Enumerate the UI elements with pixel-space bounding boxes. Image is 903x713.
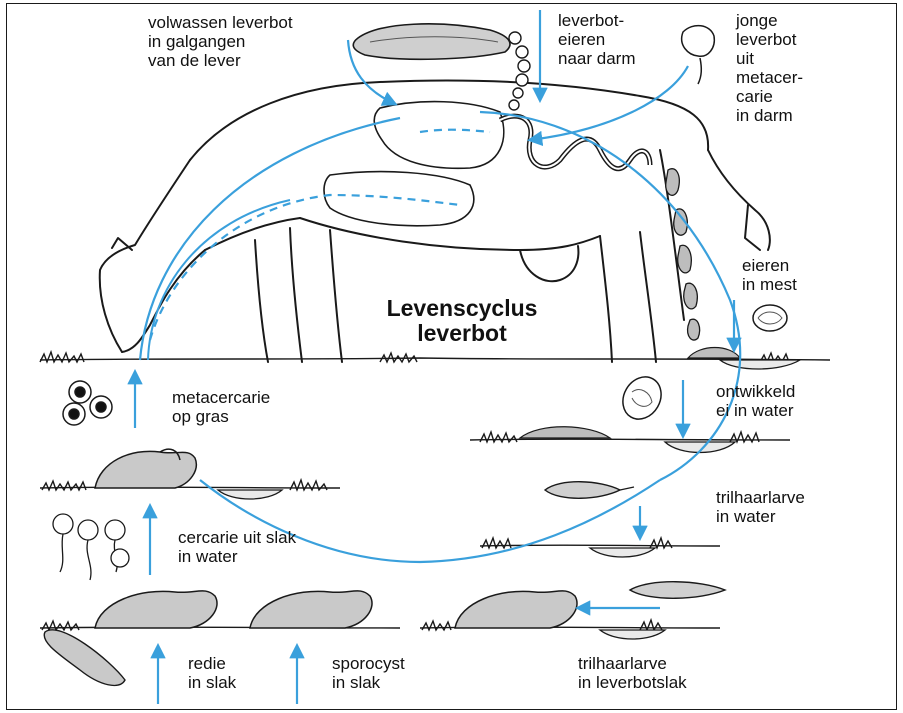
label-line: sporocyst: [332, 654, 405, 673]
label-trilhaarlarve-water: trilhaarlarve in water: [716, 488, 805, 526]
metacercaria-cysts: [63, 381, 112, 425]
title-line-2: leverbot: [362, 321, 562, 346]
label-ontwikkeld-ei: ontwikkeld ei in water: [716, 382, 795, 420]
label-line: ei in water: [716, 401, 795, 420]
label-line: eieren: [558, 30, 635, 49]
label-line: trilhaarlarve: [578, 654, 687, 673]
young-fluke-drawing: [682, 26, 715, 84]
label-line: in water: [178, 547, 296, 566]
diagram-title: Levenscyclus leverbot: [362, 296, 562, 346]
cercaria-drawings: [53, 514, 129, 580]
label-line: in slak: [188, 673, 236, 692]
label-line: in galgangen: [148, 32, 293, 51]
label-line: carie: [736, 87, 803, 106]
label-line: naar darm: [558, 49, 635, 68]
label-line: op gras: [172, 407, 270, 426]
title-line-1: Levenscyclus: [362, 296, 562, 321]
label-line: leverbot-: [558, 11, 635, 30]
snail-drawings: [95, 449, 577, 628]
miracidium-drawing-2: [630, 582, 725, 599]
label-line: redie: [188, 654, 236, 673]
label-line: in slak: [332, 673, 405, 692]
egg-in-dung-drawing: [753, 305, 787, 331]
label-sporocyst: sporocyst in slak: [332, 654, 405, 692]
label-line: eieren: [742, 256, 797, 275]
miracidium-drawing: [545, 482, 634, 499]
label-line: volwassen leverbot: [148, 13, 293, 32]
label-line: metacercarie: [172, 388, 270, 407]
label-line: in mest: [742, 275, 797, 294]
label-line: in darm: [736, 106, 803, 125]
label-line: van de lever: [148, 51, 293, 70]
cow-organs: [324, 102, 650, 226]
label-line: cercarie uit slak: [178, 528, 296, 547]
label-leverbot-eieren: leverbot- eieren naar darm: [558, 11, 635, 68]
label-line: uit: [736, 49, 803, 68]
label-line: trilhaarlarve: [716, 488, 805, 507]
adult-fluke-drawing: [353, 24, 530, 110]
label-eieren-in-mest: eieren in mest: [742, 256, 797, 294]
label-line: in water: [716, 507, 805, 526]
label-line: leverbot: [736, 30, 803, 49]
label-trilhaarlarve-slak: trilhaarlarve in leverbotslak: [578, 654, 687, 692]
label-line: ontwikkeld: [716, 382, 795, 401]
label-line: jonge: [736, 11, 803, 30]
label-line: metacer-: [736, 68, 803, 87]
redia-drawing: [44, 630, 125, 686]
label-volwassen-leverbot: volwassen leverbot in galgangen van de l…: [148, 13, 293, 70]
label-line: in leverbotslak: [578, 673, 687, 692]
developed-egg-drawing: [615, 370, 668, 426]
label-metacercarie: metacercarie op gras: [172, 388, 270, 426]
label-redie: redie in slak: [188, 654, 236, 692]
label-cercarie: cercarie uit slak in water: [178, 528, 296, 566]
label-jonge-leverbot: jonge leverbot uit metacer- carie in dar…: [736, 11, 803, 125]
